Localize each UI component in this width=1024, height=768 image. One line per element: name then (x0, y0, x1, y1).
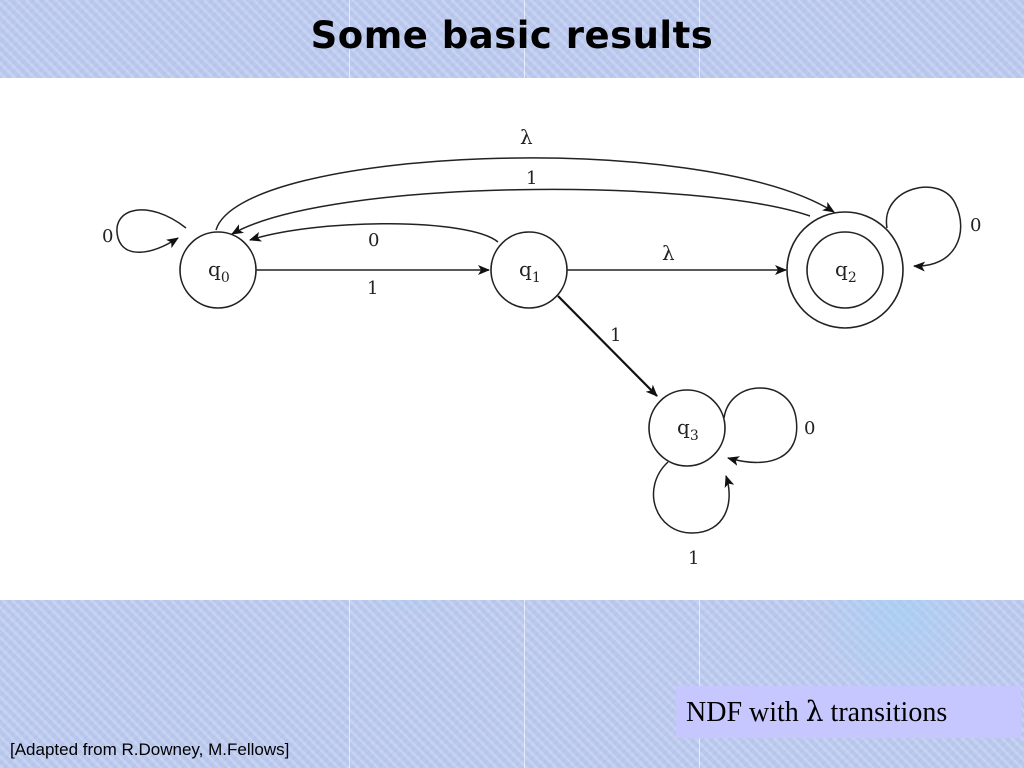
diagram-panel: q0 q1 q2 q3 0 1 0 (0, 78, 1024, 600)
edge-q2-q0: 1 (231, 168, 811, 235)
state-q2-inner-circle (806, 231, 884, 309)
automaton-diagram: q0 q1 q2 q3 0 1 0 (102, 125, 981, 569)
edge-q1-q0: 0 (249, 223, 499, 251)
edge-q1-q2: λ (567, 241, 787, 275)
edge-q3-q3-one-label: 1 (688, 548, 699, 569)
edge-q1-q3: 1 (557, 295, 658, 397)
state-q1: q1 (490, 231, 568, 309)
state-q0-label: q0 (208, 257, 230, 286)
edge-q0-q2: λ (215, 125, 835, 231)
edge-q0-q0-label: 0 (102, 226, 113, 247)
caption-suffix: transitions (830, 697, 948, 728)
caption-lambda: λ (805, 695, 824, 728)
edge-q2-q2-label: 0 (970, 215, 981, 236)
edge-q3-q3-zero-label: 0 (804, 418, 815, 439)
state-q0: q0 (179, 231, 257, 309)
credit-text: [Adapted from R.Downey, M.Fellows] (10, 740, 290, 759)
edge-q2-q2: 0 (885, 186, 981, 272)
edge-q2-q0-label: 1 (526, 168, 537, 189)
state-q2-outer-circle (786, 211, 904, 329)
state-q3-label: q3 (677, 415, 699, 444)
state-q1-label: q1 (519, 257, 541, 286)
caption-prefix: NDF with (686, 697, 799, 728)
edge-q0-q1: 1 (256, 265, 490, 299)
slide-title: Some basic results (310, 14, 714, 57)
state-q2-label: q2 (835, 257, 857, 286)
edge-q0-q1-label: 1 (367, 278, 378, 299)
edge-q1-q3-label: 1 (610, 325, 621, 346)
edge-q0-q2-label: λ (520, 125, 533, 149)
edge-q3-q3-zero: 0 (723, 387, 815, 466)
edge-q3-q3-one: 1 (652, 461, 735, 569)
edge-q1-q2-label: λ (662, 241, 675, 265)
caption-box: NDF with λ transitions (676, 686, 1021, 738)
edge-q1-q0-label: 0 (368, 230, 379, 251)
state-q3-circle (648, 389, 726, 467)
state-q3: q3 (648, 389, 726, 467)
edge-q0-q0: 0 (102, 209, 187, 253)
state-q2: q2 (786, 211, 904, 329)
